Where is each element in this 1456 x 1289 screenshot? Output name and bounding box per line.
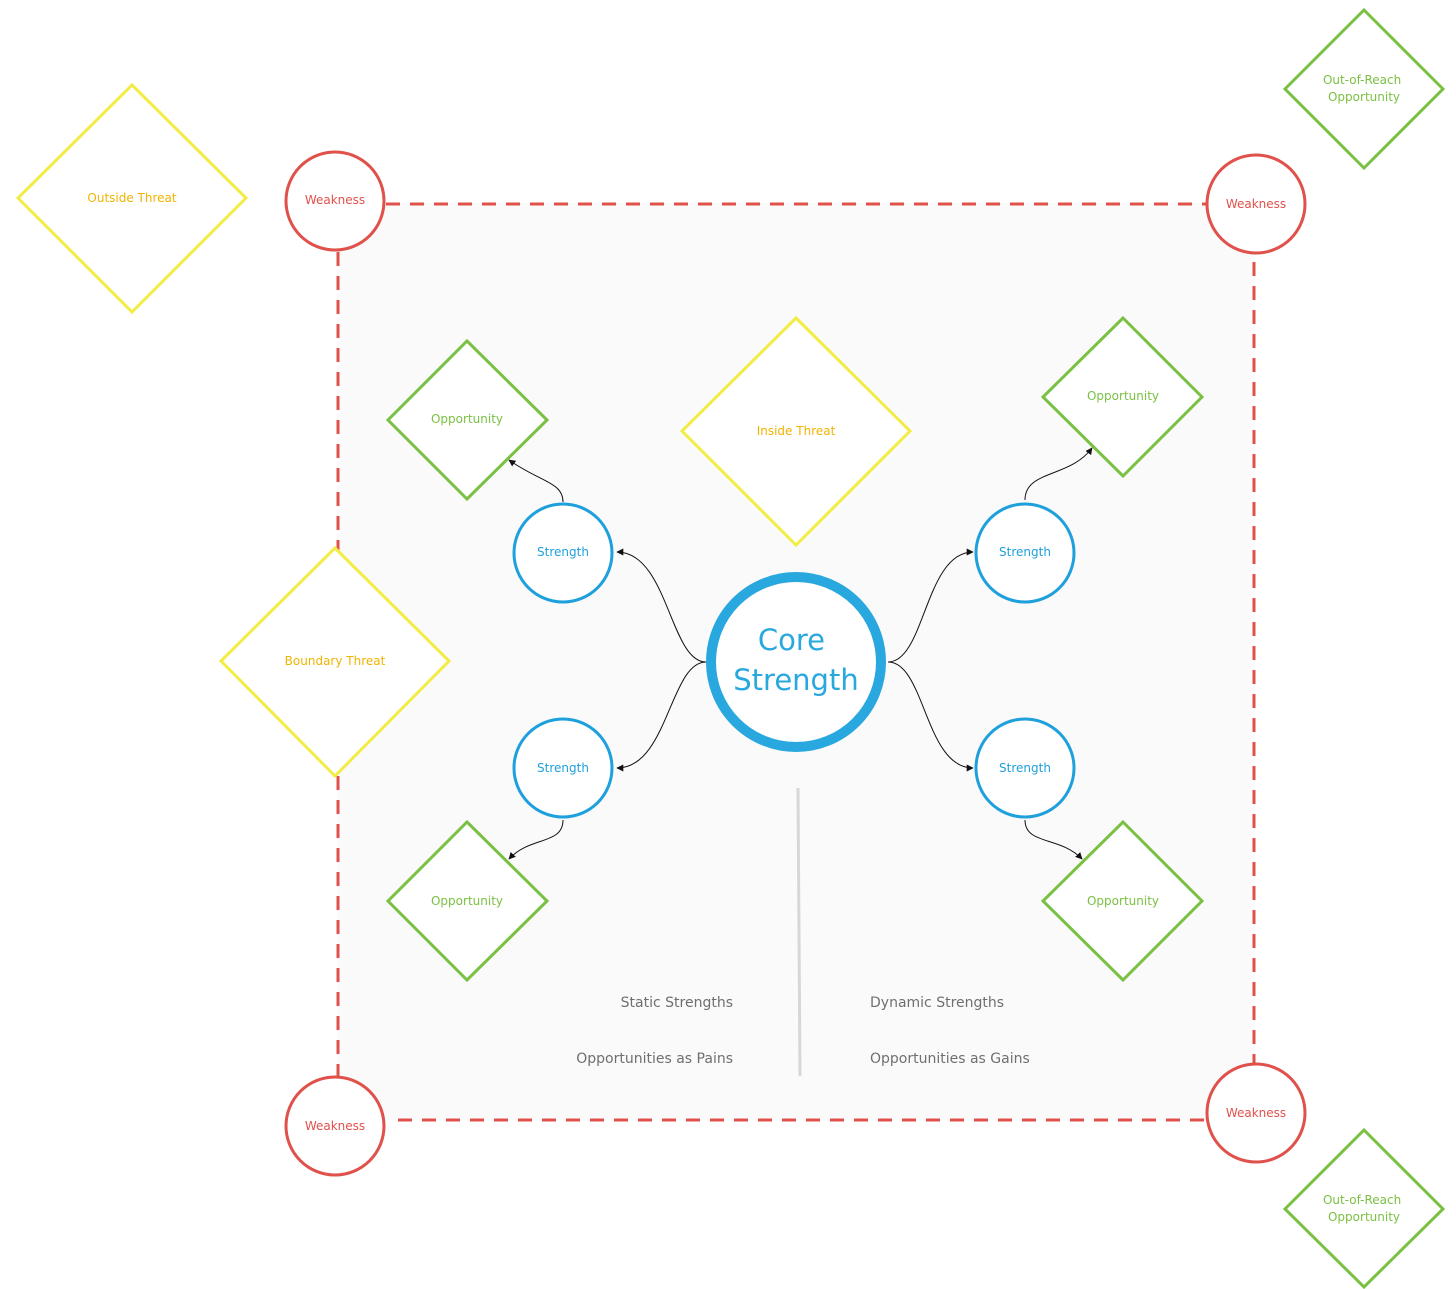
inside-threat-diamond xyxy=(679,315,913,548)
strength-top-right-node[interactable]: Strength xyxy=(974,502,1076,604)
core-strength-label: Core Strength xyxy=(733,623,858,697)
opportunity-top-right-label: Opportunity xyxy=(1087,389,1159,403)
connector-strength-to-opportunity-top-right xyxy=(1024,447,1093,501)
strength-top-left-circle xyxy=(512,502,614,604)
opportunity-bottom-right-label: Opportunity xyxy=(1087,894,1159,908)
out-of-reach-opportunity-top-label: Out-of-Reach Opportunity xyxy=(1323,73,1405,104)
inside-threat-node[interactable]: Inside Threat xyxy=(679,315,913,548)
core-strength-circle xyxy=(706,572,886,752)
connector-strength-to-opportunity-bottom-left xyxy=(508,819,564,860)
center-divider xyxy=(796,787,802,1077)
outside-threat-diamond xyxy=(15,82,249,315)
opportunity-top-right-node[interactable]: Opportunity xyxy=(1040,315,1205,479)
opportunity-bottom-left-node[interactable]: Opportunity xyxy=(385,819,550,983)
connector-strength-to-opportunity-bottom-right xyxy=(1024,819,1083,860)
weakness-bottom-left-label: Weakness xyxy=(305,1119,365,1133)
out-of-reach-opportunity-top-diamond xyxy=(1282,7,1446,171)
strength-bottom-right-label: Strength xyxy=(999,761,1051,775)
opportunity-top-left-label: Opportunity xyxy=(431,412,503,426)
boundary-threat-diamond xyxy=(218,545,452,779)
opportunity-bottom-right-diamond xyxy=(1040,819,1205,983)
connector-strength-to-opportunity-top-left xyxy=(508,459,564,503)
opportunity-bottom-left-label: Opportunity xyxy=(431,894,503,908)
out-of-reach-opportunity-bottom-diamond xyxy=(1282,1127,1446,1289)
boundary-threat-node[interactable]: Boundary Threat xyxy=(218,545,452,779)
connectors xyxy=(508,447,1093,860)
out-of-reach-opportunity-bottom-label: Out-of-Reach Opportunity xyxy=(1323,1193,1405,1224)
out-of-reach-opportunity-top-line-1: Out-of-Reach xyxy=(1323,73,1401,87)
weakness-bottom-right-circle xyxy=(1205,1062,1307,1164)
caption-dynamic-strengths: Dynamic Strengths xyxy=(870,995,1004,1011)
caption-static-strengths: Static Strengths xyxy=(621,995,733,1011)
opportunity-bottom-left-diamond xyxy=(385,819,550,983)
strength-bottom-left-node[interactable]: Strength xyxy=(512,717,614,819)
opportunity-bottom-right-node[interactable]: Opportunity xyxy=(1040,819,1205,983)
strength-bottom-right-circle xyxy=(974,717,1076,819)
boundary-threat-label: Boundary Threat xyxy=(285,654,386,668)
outside-threat-label: Outside Threat xyxy=(87,191,176,205)
weakness-top-right-node[interactable]: Weakness xyxy=(1205,153,1307,255)
strength-top-left-node[interactable]: Strength xyxy=(512,502,614,604)
weakness-top-left-circle xyxy=(284,150,386,252)
boundary-dashed-border xyxy=(336,202,1256,1122)
caption-opportunities-as-pains: Opportunities as Pains xyxy=(576,1051,733,1067)
core-strength-line-1: Core xyxy=(758,623,825,657)
connector-core-to-strength-bottom-right xyxy=(887,661,974,772)
connector-core-to-strength-bottom-left xyxy=(616,661,707,772)
caption-opportunities-as-gains: Opportunities as Gains xyxy=(870,1051,1030,1067)
out-of-reach-opportunity-top-node[interactable]: Out-of-Reach Opportunity xyxy=(1282,7,1446,171)
out-of-reach-opportunity-bottom-node[interactable]: Out-of-Reach Opportunity xyxy=(1282,1127,1446,1289)
opportunity-top-left-diamond xyxy=(385,338,550,502)
connector-core-to-strength-top-left xyxy=(616,548,707,663)
weakness-top-right-label: Weakness xyxy=(1226,197,1286,211)
weakness-bottom-right-node[interactable]: Weakness xyxy=(1205,1062,1307,1164)
strength-bottom-left-label: Strength xyxy=(537,761,589,775)
outside-threat-node[interactable]: Outside Threat xyxy=(15,82,249,315)
weakness-bottom-left-node[interactable]: Weakness xyxy=(284,1075,386,1177)
opportunity-top-left-node[interactable]: Opportunity xyxy=(385,338,550,502)
strength-bottom-left-circle xyxy=(512,717,614,819)
inside-threat-label: Inside Threat xyxy=(757,424,836,438)
weakness-top-right-circle xyxy=(1205,153,1307,255)
weakness-bottom-left-circle xyxy=(284,1075,386,1177)
weakness-top-left-label: Weakness xyxy=(305,193,365,207)
connector-core-to-strength-top-right xyxy=(887,548,974,663)
strength-top-right-label: Strength xyxy=(999,545,1051,559)
core-strength-node[interactable]: Core Strength xyxy=(706,572,886,752)
opportunity-top-right-diamond xyxy=(1040,315,1205,479)
strength-top-left-label: Strength xyxy=(537,545,589,559)
weakness-bottom-right-label: Weakness xyxy=(1226,1106,1286,1120)
strength-bottom-right-node[interactable]: Strength xyxy=(974,717,1076,819)
weakness-top-left-node[interactable]: Weakness xyxy=(284,150,386,252)
strength-top-right-circle xyxy=(974,502,1076,604)
out-of-reach-opportunity-bottom-line-1: Out-of-Reach xyxy=(1323,1193,1401,1207)
out-of-reach-opportunity-top-line-2: Opportunity xyxy=(1328,90,1400,104)
core-strength-line-2: Strength xyxy=(733,663,858,697)
out-of-reach-opportunity-bottom-line-2: Opportunity xyxy=(1328,1210,1400,1224)
